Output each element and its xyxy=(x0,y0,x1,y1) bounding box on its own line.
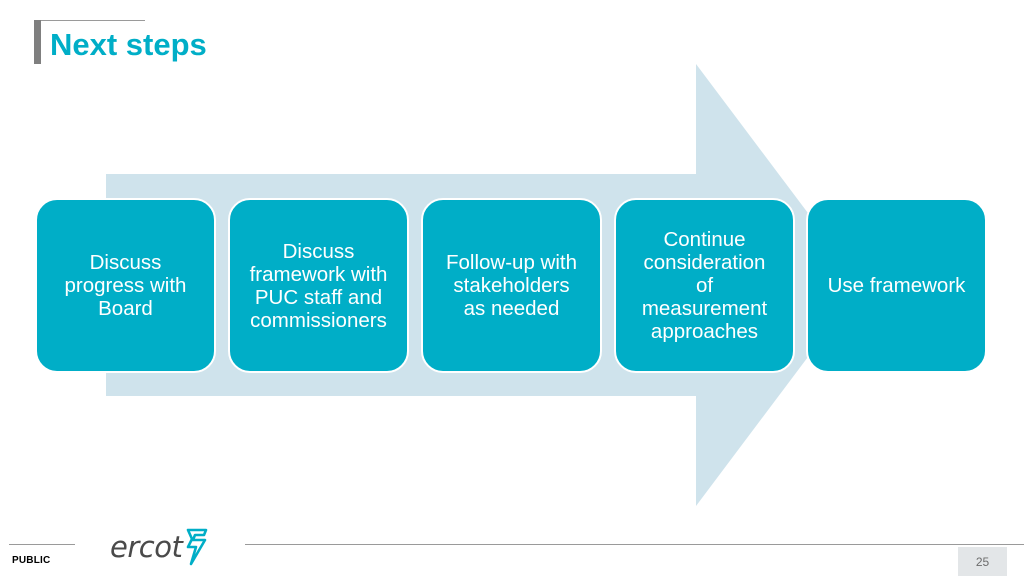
step-2-line: Discuss xyxy=(282,239,355,263)
step-3-line: as needed xyxy=(463,297,560,320)
step-1-line: Board xyxy=(98,297,153,320)
footer-rule-left xyxy=(9,544,75,545)
page-number: 25 xyxy=(958,547,1007,576)
step-box-1: Discuss progress with Board xyxy=(35,198,216,373)
step-1-line: Discuss xyxy=(89,251,162,274)
step-5-line: Use framework xyxy=(827,274,966,297)
step-box-2: Discuss framework with PUC staff and com… xyxy=(228,198,409,373)
step-3-line: stakeholders xyxy=(453,274,570,297)
step-4-line: consideration xyxy=(643,251,766,274)
step-2-line: PUC staff and xyxy=(254,285,383,309)
step-box-3: Follow-up with stakeholders as needed xyxy=(421,198,602,373)
step-2-line: commissioners xyxy=(250,308,387,332)
step-box-4: Continue consideration of measurement ap… xyxy=(614,198,795,373)
step-3-line: Follow-up with xyxy=(445,251,578,274)
title-rule xyxy=(34,20,145,21)
step-4-line: Continue xyxy=(663,228,746,251)
logo-wordmark: ercot xyxy=(110,530,183,564)
step-box-5: Use framework xyxy=(806,198,987,373)
title-accent-bar xyxy=(34,20,41,64)
step-4-line: measurement xyxy=(641,297,768,320)
slide-title: Next steps xyxy=(50,27,207,62)
step-4-line: of xyxy=(695,274,714,297)
classification-label: PUBLIC xyxy=(12,555,51,566)
step-1-line: progress with xyxy=(64,274,187,297)
lightning-bolt-icon xyxy=(187,528,208,566)
footer-rule-right xyxy=(245,544,1024,545)
ercot-logo: ercot xyxy=(110,527,210,567)
step-4-line: approaches xyxy=(650,320,759,343)
step-2-line: framework with xyxy=(249,262,388,286)
